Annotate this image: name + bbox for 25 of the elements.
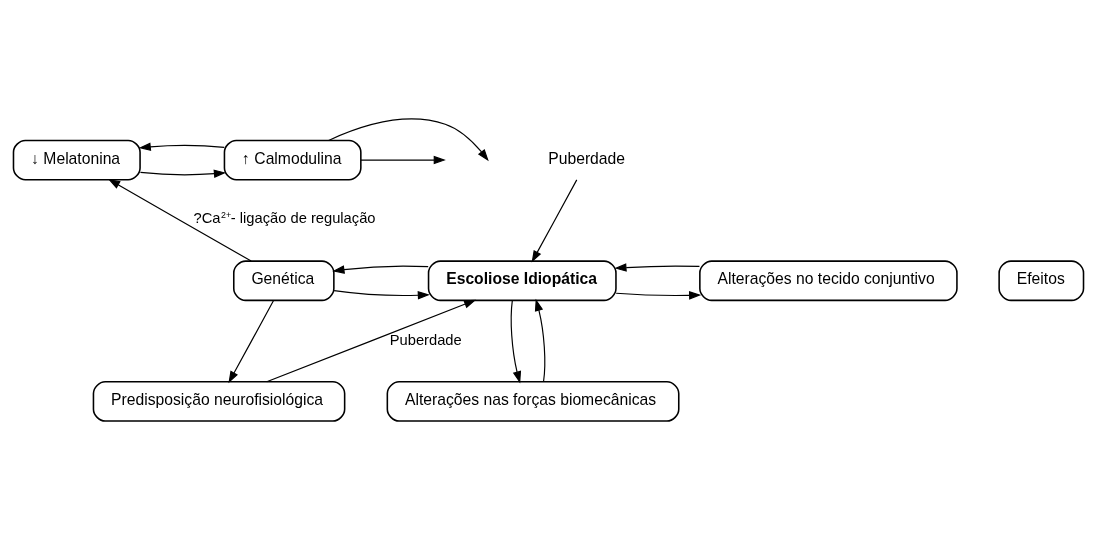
arrow xyxy=(138,142,225,152)
arrow xyxy=(360,155,446,165)
edge-label: ?Ca$^{2+}$- ligação de regulação xyxy=(193,209,376,226)
arrow xyxy=(228,299,275,384)
node-box: Alterações no tecido conjuntivo xyxy=(699,260,958,302)
arrow xyxy=(108,178,252,262)
arrow xyxy=(531,179,578,263)
node-box: ↑ Calmodulina xyxy=(223,139,362,181)
node-box: ↓ Melatonina xyxy=(12,139,141,181)
node-text: Puberdade xyxy=(548,149,626,167)
edge-label: Puberdade xyxy=(389,331,462,348)
arrow xyxy=(614,263,701,272)
arrow xyxy=(333,289,430,300)
node-box: Genética xyxy=(233,260,335,302)
arrow xyxy=(139,169,227,178)
node-box: Efeitos xyxy=(998,260,1085,302)
arrow xyxy=(510,299,522,384)
arrow xyxy=(328,118,489,162)
node-box: Escoliose Idiopática xyxy=(427,260,617,302)
arrow xyxy=(266,299,477,383)
arrow xyxy=(615,291,702,300)
arrow xyxy=(332,265,429,274)
node-box: Alterações nas forças biomecânicas xyxy=(386,381,680,422)
node-box: Predisposição neurofisiológica xyxy=(92,381,346,422)
arrow xyxy=(534,298,546,383)
